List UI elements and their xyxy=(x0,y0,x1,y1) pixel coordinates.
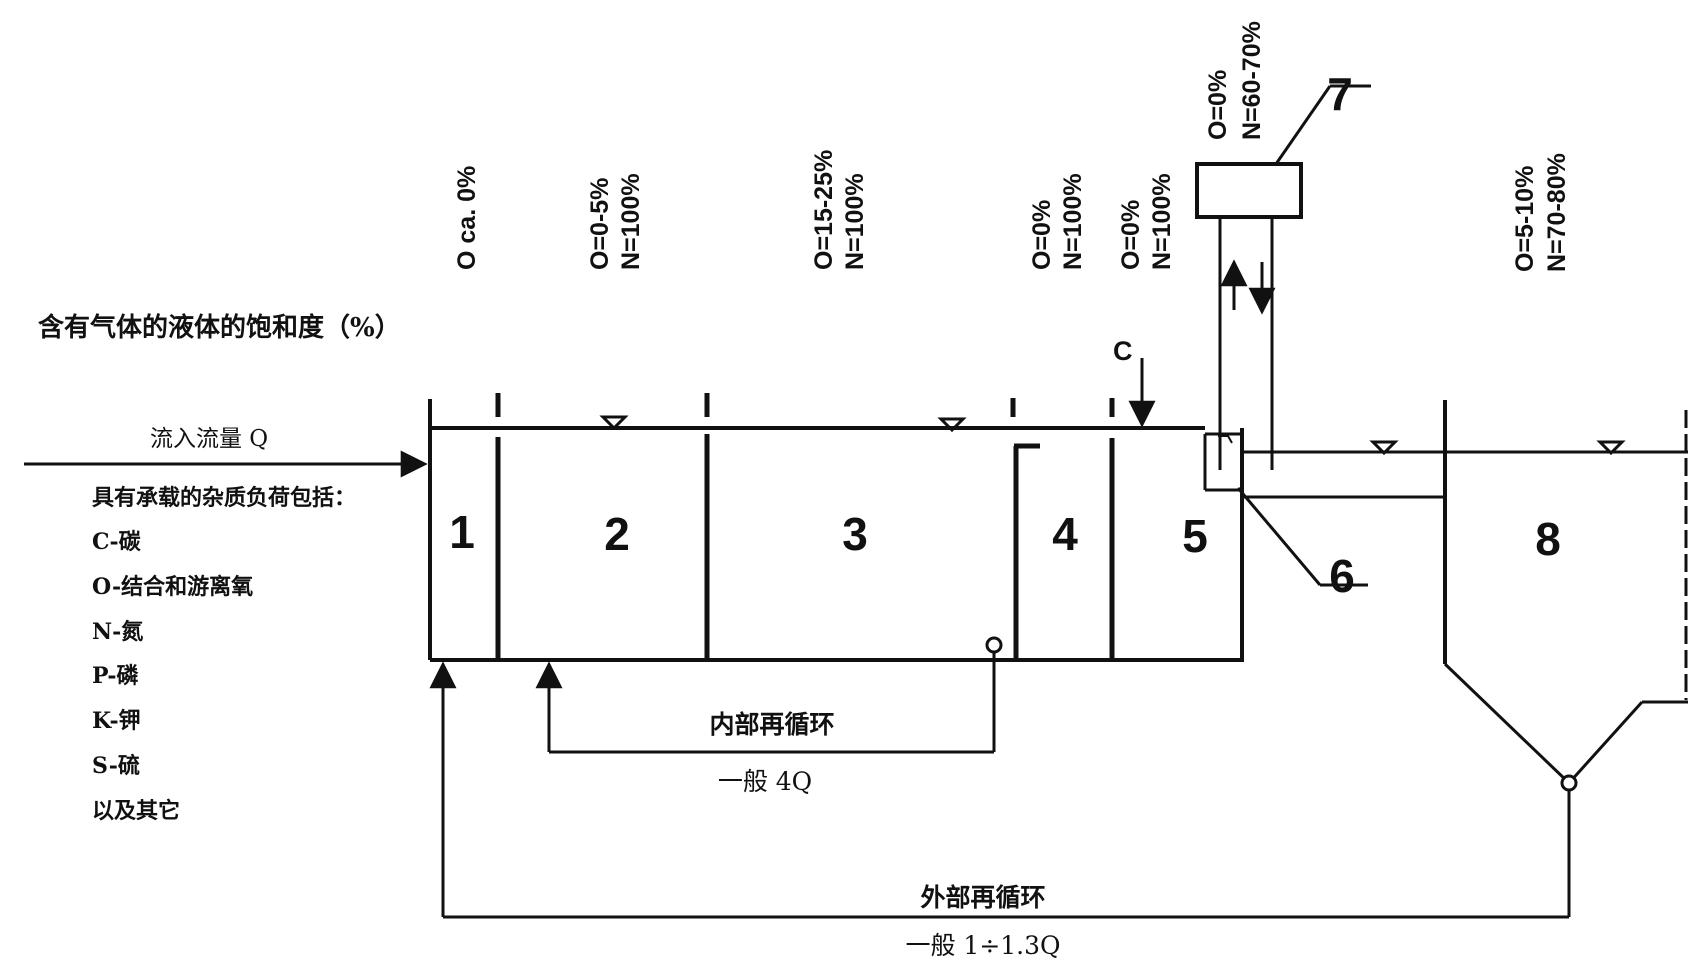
water-level-marker xyxy=(599,415,629,431)
internal-recirculation-loop xyxy=(535,652,996,754)
svg-text:N=60-70%: N=60-70% xyxy=(1238,21,1266,140)
zone-number-3: 3 xyxy=(842,508,868,560)
outlet-box xyxy=(1203,432,1368,587)
svg-text:O=0%: O=0% xyxy=(1117,200,1145,270)
zone-number-8: 8 xyxy=(1535,513,1561,565)
zone-number-6: 6 xyxy=(1329,550,1355,602)
external-recirculation-loop xyxy=(429,661,1571,919)
carbon-dose-label: C xyxy=(1113,336,1133,366)
saturation-label-zone-7: O=0% N=60-70% xyxy=(1204,21,1266,140)
saturation-label-zone-2: O=0-5% N=100% xyxy=(586,173,645,270)
svg-text:O=0%: O=0% xyxy=(1028,200,1056,270)
saturation-label-zone-3: O=15-25% N=100% xyxy=(810,150,869,270)
saturation-label-zone-1: O ca. 0% xyxy=(453,166,481,270)
zone-number-1: 1 xyxy=(449,506,475,558)
reactor-tank xyxy=(428,399,1244,662)
load-item: N-氮 xyxy=(92,619,143,645)
svg-text:O=0-5%: O=0-5% xyxy=(586,178,614,270)
zone-number-2: 2 xyxy=(604,508,630,560)
degassing-unit xyxy=(1195,84,1371,470)
internal-recirculation-pump xyxy=(985,636,1003,654)
water-level-marker xyxy=(937,417,967,433)
sludge-return-pump xyxy=(1560,774,1578,792)
load-item: S-硫 xyxy=(92,753,140,779)
svg-text:O ca. 0%: O ca. 0% xyxy=(453,166,481,270)
water-level-marker xyxy=(1596,440,1626,456)
internal-recirculation-rate: 一般 4Q xyxy=(718,767,812,796)
zone-number-7: 7 xyxy=(1327,68,1353,120)
internal-recirculation-label: 内部再循环 xyxy=(709,710,834,739)
svg-text:O=0%: O=0% xyxy=(1204,70,1232,140)
load-item: P-磷 xyxy=(92,663,138,689)
load-item: 以及其它 xyxy=(92,798,180,824)
svg-text:N=100%: N=100% xyxy=(1148,173,1176,270)
load-item: C-碳 xyxy=(92,529,142,555)
load-item: K-钾 xyxy=(92,708,141,734)
saturation-label-zone-4: O=0% N=100% xyxy=(1028,173,1087,270)
svg-text:N=100%: N=100% xyxy=(1059,173,1087,270)
secondary-settler xyxy=(1443,400,1688,785)
load-item: O-结合和游离氧 xyxy=(92,574,253,600)
saturation-label-zone-5: O=0% N=100% xyxy=(1117,173,1176,270)
inflow-label: 流入流量 Q xyxy=(150,426,268,452)
tank-partitions xyxy=(495,393,1115,660)
settler-inlet-channel xyxy=(1242,450,1688,499)
loads-list: C-碳 O-结合和游离氧 N-氮 P-磷 K-钾 S-硫 以及其它 xyxy=(92,529,253,824)
svg-text:O=15-25%: O=15-25% xyxy=(810,150,838,270)
saturation-label-zone-8: O=5-10% N=70-80% xyxy=(1511,153,1571,272)
water-level-marker xyxy=(1369,440,1399,456)
external-recirculation-rate: 一般 1÷1.3Q xyxy=(905,931,1060,960)
svg-text:N=100%: N=100% xyxy=(617,173,645,270)
loads-title: 具有承载的杂质负荷包括： xyxy=(92,485,356,511)
svg-text:N=70-80%: N=70-80% xyxy=(1543,153,1571,272)
external-recirculation-label: 外部再循环 xyxy=(920,883,1045,912)
zone-number-5: 5 xyxy=(1182,510,1208,562)
svg-text:N=100%: N=100% xyxy=(841,173,869,270)
diagram-heading: 含有气体的液体的饱和度（%） xyxy=(38,312,401,343)
zone-number-4: 4 xyxy=(1052,508,1078,560)
svg-text:O=5-10%: O=5-10% xyxy=(1511,166,1539,272)
